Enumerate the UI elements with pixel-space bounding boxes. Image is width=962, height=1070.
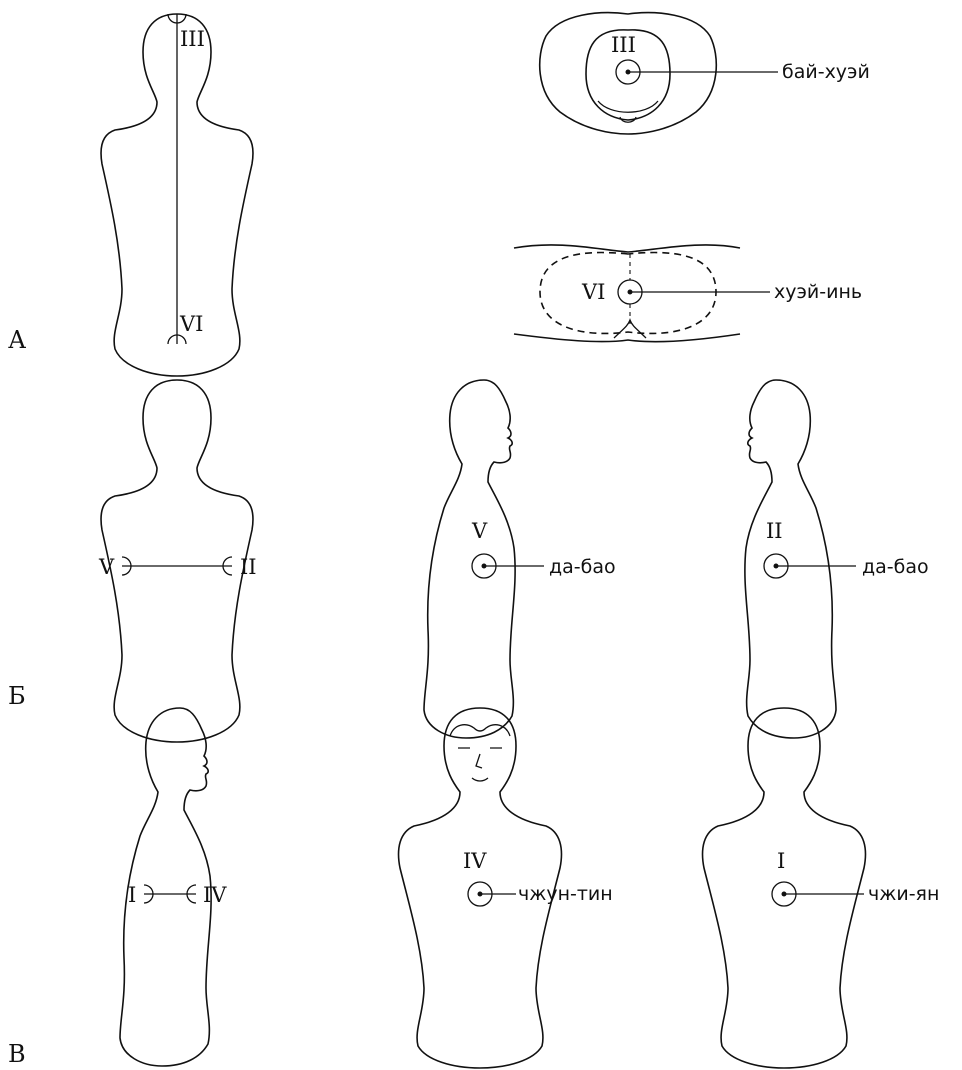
- huiyin-point-label: хуэй-инь: [774, 281, 862, 303]
- zhiyang-point-label: чжи-ян: [868, 883, 939, 905]
- head-top-numeral: III: [611, 33, 636, 57]
- perineum-view: [514, 245, 770, 342]
- head-top-view: [540, 13, 778, 134]
- front-numeral: IV: [463, 849, 487, 873]
- back-left-label: V: [98, 555, 115, 579]
- perineum-numeral: VI: [581, 280, 605, 304]
- back-figure-b: [101, 380, 253, 742]
- baihui-point-label: бай-хуэй: [782, 61, 870, 83]
- side-figure-facing-right: [424, 380, 544, 738]
- side-c-right-label: IV: [203, 883, 227, 907]
- back-top-label: III: [180, 27, 205, 51]
- side-figure-facing-left: [745, 380, 856, 738]
- dabao-left-point-label: да-бао: [549, 556, 616, 578]
- back-figure-c: [703, 708, 866, 1068]
- panel-label-c: В: [8, 1040, 26, 1068]
- side-right-numeral: II: [766, 519, 783, 543]
- zhongting-point-label: чжун-тин: [518, 883, 613, 905]
- side-c-left-label: I: [128, 883, 136, 907]
- panel-label-b: Б: [8, 682, 26, 710]
- dabao-right-point-label: да-бао: [862, 556, 929, 578]
- panel-label-a: А: [8, 326, 26, 354]
- back-right-label: II: [240, 555, 257, 579]
- side-left-numeral: V: [471, 519, 488, 543]
- back-bottom-label: VI: [179, 312, 203, 336]
- back-figure-a: [101, 14, 253, 376]
- back-c-numeral: I: [777, 849, 785, 873]
